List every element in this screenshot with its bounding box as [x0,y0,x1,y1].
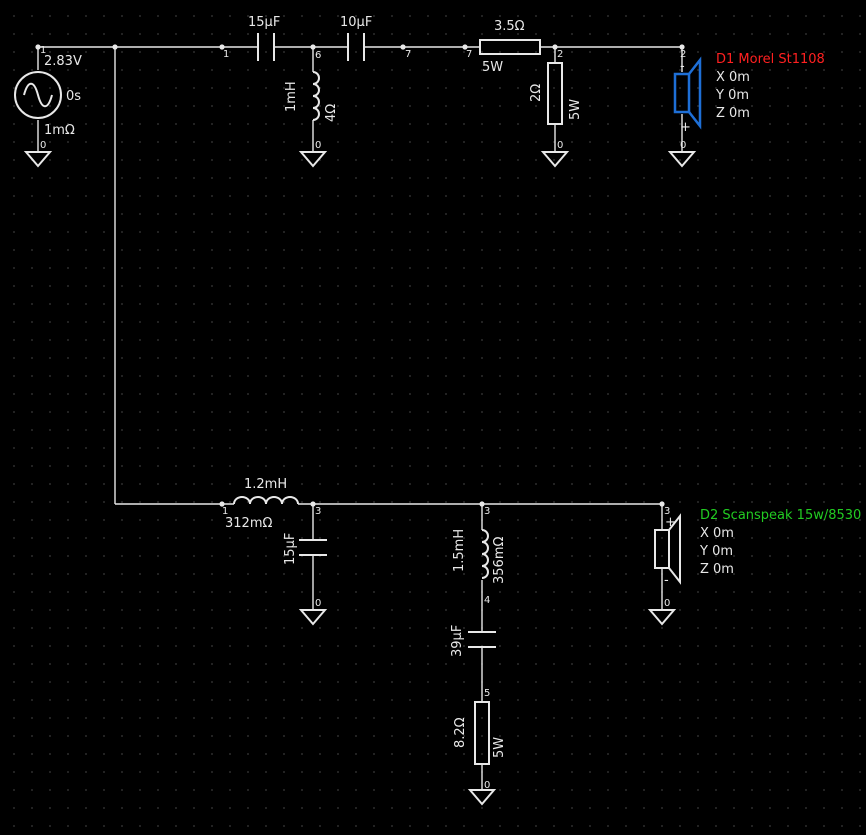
ground-icon [467,789,497,806]
capacitor-value-label: 39µF [450,625,465,657]
inductor-value-label: 1.2mH [244,477,287,492]
ground-icon [540,151,570,168]
node-label: 1 [222,506,228,517]
voltage-source[interactable] [14,71,62,119]
node-label: 0 [557,140,563,151]
node-label: 2 [680,49,686,60]
ground-icon [667,151,697,168]
resistor-power-label: 5W [568,99,583,120]
speaker-name-label: D1 Morel St1108 [716,52,825,67]
speaker-y-label: Y 0m [715,88,749,103]
inductor-1mh[interactable] [312,71,320,121]
capacitor-value-label: 15µF [248,15,280,30]
node-label: 1 [40,45,46,56]
node-label: 7 [466,49,472,60]
speaker-d2[interactable] [654,513,681,585]
source-phase-label: 0s [66,89,81,104]
speaker-name-label: D2 Scanspeak 15w/8530 [700,508,861,523]
speaker-x-label: X 0m [700,526,734,541]
speaker-z-label: Z 0m [716,106,750,121]
node-label: 6 [315,50,321,61]
speaker-x-label: X 0m [716,70,750,85]
node-label: 0 [484,780,490,791]
resistor-3-5ohm[interactable] [479,39,541,55]
node-label: 0 [315,140,321,151]
speaker-polarity-label: + [680,120,691,135]
inductor-resistance-label: 4Ω [324,104,339,122]
capacitor-value-label: 10µF [340,15,372,30]
inductor-1-2mh[interactable] [233,496,299,505]
node-label: 0 [664,598,670,609]
node-label: 0 [315,598,321,609]
node-label: 3 [315,506,321,517]
source-resistance-label: 1mΩ [44,123,75,138]
node-label: 7 [405,49,411,60]
resistor-value-label: 2Ω [529,84,544,102]
ground-icon [647,609,677,626]
capacitor-39uf[interactable] [468,631,496,648]
node-label: 2 [557,49,563,60]
inductor-value-label: 1.5mH [452,529,467,572]
node-label: 0 [40,140,46,151]
ground-icon [23,151,53,168]
ground-icon [298,151,328,168]
speaker-polarity-label: - [680,59,685,74]
speaker-z-label: Z 0m [700,562,734,577]
node-label: 3 [664,506,670,517]
node-label: 4 [484,595,490,606]
speaker-polarity-label: - [664,573,669,588]
capacitor-value-label: 15µF [283,533,298,565]
capacitor-15uf-tweeter[interactable] [257,33,275,61]
speaker-y-label: Y 0m [699,544,733,559]
source-voltage-label: 2.83V [44,54,82,69]
resistor-value-label: 8.2Ω [453,717,468,748]
resistor-power-label: 5W [492,737,507,758]
inductor-resistance-label: 356mΩ [492,537,507,584]
resistor-value-label: 3.5Ω [494,19,525,34]
resistor-power-label: 5W [482,60,503,75]
node-label: 0 [680,140,686,151]
node-label: 5 [484,688,490,699]
node-label: 1 [223,49,229,60]
node-label: 3 [484,506,490,517]
capacitor-15uf-woofer[interactable] [299,539,327,556]
resistor-8-2ohm[interactable] [474,701,490,765]
ground-icon [298,609,328,626]
speaker-polarity-label: + [665,515,676,530]
inductor-value-label: 1mH [284,81,299,112]
speaker-d1[interactable] [673,56,702,130]
capacitor-10uf[interactable] [347,33,365,61]
junction-dots [35,44,685,507]
wires [37,46,683,790]
inductor-resistance-label: 312mΩ [225,516,272,531]
resistor-2ohm[interactable] [547,62,563,125]
inductor-1-5mh[interactable] [481,529,489,579]
